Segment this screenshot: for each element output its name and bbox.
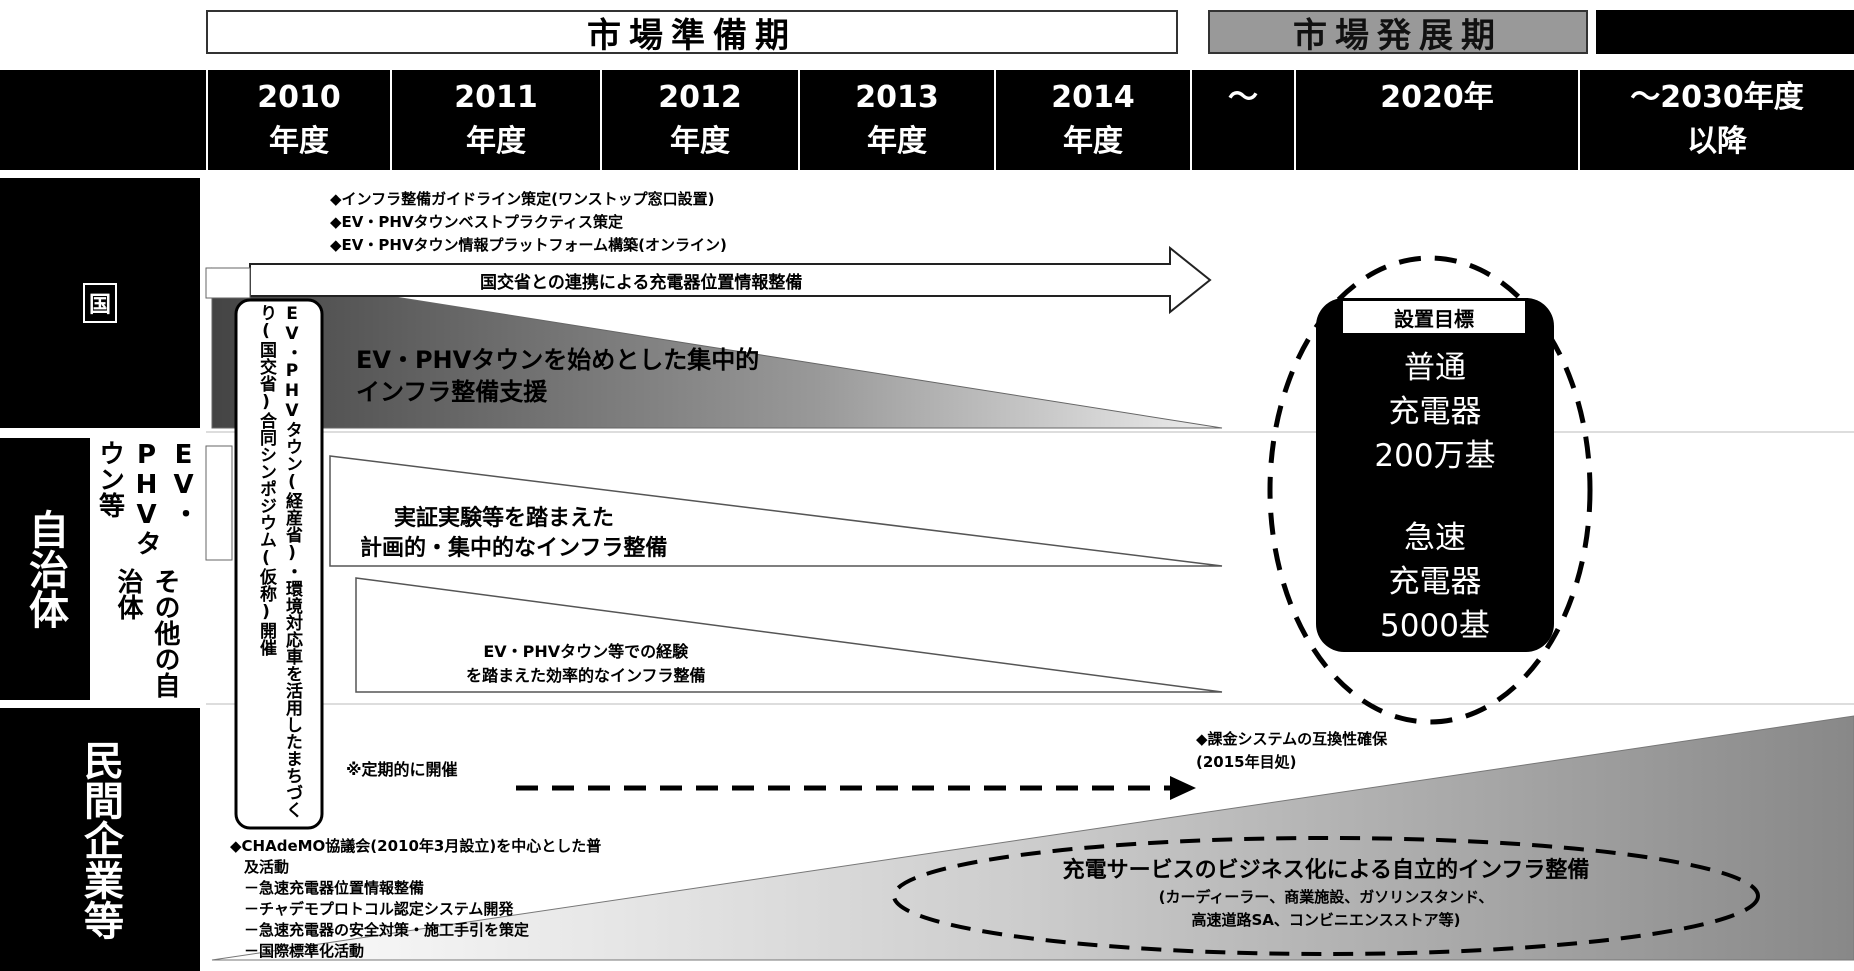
target-normal-2: 充電器 bbox=[1388, 394, 1482, 430]
year-2012-l1: 2012 bbox=[658, 80, 742, 115]
symposium-text: EV・PHVタウン(経産省)・環境対応車を活用したまちづくり(国交省)合同シンポ… bbox=[256, 304, 302, 818]
phase-dev-label: 市場発展期 bbox=[1293, 15, 1503, 56]
location-info-arrow bbox=[249, 245, 1212, 315]
target-dashed-ellipse bbox=[1267, 255, 1593, 725]
symposium-box bbox=[234, 298, 324, 830]
business-l3: 高速道路SA、コンビニエンスストア等) bbox=[1191, 911, 1461, 929]
national-item-2: ◆EV・PHVタウンベストプラクティス策定 bbox=[330, 213, 623, 231]
local-label: 自治体 bbox=[22, 509, 68, 629]
evtown-label: EV・PHVタウン等 bbox=[94, 440, 199, 556]
national-item-3: ◆EV・PHVタウン情報プラットフォーム構築(オンライン) bbox=[330, 236, 727, 254]
other-wedge-l1: EV・PHVタウン等での経験 bbox=[483, 642, 689, 661]
row-label-local: 自治体 bbox=[0, 438, 90, 700]
target-quick-3: 5000基 bbox=[1380, 608, 1490, 644]
national-item-1: ◆インフラ整備ガイドライン策定(ワンストップ窓口設置) bbox=[330, 190, 715, 208]
row-label-evtown: EV・PHVタウン等 bbox=[94, 438, 200, 566]
other-wedge-label: EV・PHVタウン等での経験 を踏まえた効率的なインフラ整備 bbox=[466, 640, 706, 688]
target-quick-2: 充電器 bbox=[1388, 564, 1482, 600]
year-2013: 2013 年度 bbox=[798, 70, 994, 170]
row-label-private: 民間企業等 bbox=[0, 708, 200, 971]
private-growth-wedge bbox=[211, 715, 1854, 961]
other-local-label: その他の自治体 bbox=[113, 568, 180, 698]
year-2030: ～2030年度 以降 bbox=[1578, 70, 1854, 170]
year-2013-l2: 年度 bbox=[867, 124, 927, 159]
phase-market-development: 市場発展期 bbox=[1208, 10, 1588, 56]
year-2014-l1: 2014 bbox=[1051, 80, 1135, 115]
year-header-row bbox=[0, 70, 1854, 170]
billing-note: ◆課金システムの互換性確保 (2015年目処) bbox=[1196, 728, 1387, 774]
year-2020-l1: 2020年 bbox=[1380, 80, 1494, 115]
year-2010-l1: 2010 bbox=[257, 80, 341, 115]
target-quick-1: 急速 bbox=[1404, 520, 1466, 556]
chademo-6: －国際標準化活動 bbox=[244, 942, 365, 960]
business-l2: (カーディーラー、商業施設、ガソリンスタンド、 bbox=[1158, 888, 1494, 906]
year-2011-l2: 年度 bbox=[466, 124, 526, 159]
business-label: 充電サービスのビジネス化による自立的インフラ整備 (カーディーラー、商業施設、ガ… bbox=[920, 856, 1732, 932]
year-2011: 2011 年度 bbox=[390, 70, 600, 170]
regular-arrowhead bbox=[1170, 776, 1196, 800]
evtown-wedge-l1: 実証実験等を踏まえた bbox=[394, 506, 615, 531]
year-2010-l2: 年度 bbox=[269, 124, 329, 159]
private-label: 民間企業等 bbox=[77, 739, 123, 940]
target-box bbox=[1316, 298, 1554, 652]
year-2013-l1: 2013 bbox=[855, 80, 939, 115]
phase-late-bar bbox=[1596, 10, 1854, 54]
business-dashed-ellipse bbox=[892, 836, 1760, 956]
year-2014: 2014 年度 bbox=[994, 70, 1190, 170]
other-wedge-l2: を踏まえた効率的なインフラ整備 bbox=[466, 666, 706, 685]
national-wedge-label: EV・PHVタウンを始めとした集中的インフラ整備支援 bbox=[356, 344, 776, 408]
row-label-national: 国 bbox=[0, 178, 200, 428]
year-2010: 2010 年度 bbox=[206, 70, 390, 170]
chademo-1: ◆CHAdeMO協議会(2010年3月設立)を中心とした普 bbox=[230, 837, 602, 855]
other-local-wedge bbox=[355, 577, 1223, 693]
year-2012: 2012 年度 bbox=[600, 70, 798, 170]
target-normal-1: 普通 bbox=[1404, 350, 1466, 386]
chademo-3: －急速充電器位置情報整備 bbox=[244, 879, 425, 897]
phase-market-preparation: 市場準備期 bbox=[206, 10, 1178, 56]
symposium-label: EV・PHVタウン(経産省)・環境対応車を活用したまちづくり(国交省)合同シンポ… bbox=[238, 304, 320, 824]
target-content: 普通 充電器 200万基 急速 充電器 5000基 bbox=[1316, 346, 1554, 648]
target-title-box: 設置目標 bbox=[1340, 298, 1528, 336]
arrow-label: 国交省との連携による充電器位置情報整備 bbox=[480, 273, 803, 293]
chademo-5: －急速充電器の安全対策・施工手引を策定 bbox=[244, 921, 530, 939]
business-l1: 充電サービスのビジネス化による自立的インフラ整備 bbox=[1062, 858, 1590, 883]
evtown-wedge-label: 実証実験等を踏まえた 計画的・集中的なインフラ整備 bbox=[360, 504, 667, 564]
year-tilde-l1: ～ bbox=[1228, 80, 1258, 115]
national-wedge-text: EV・PHVタウンを始めとした集中的インフラ整備支援 bbox=[356, 346, 760, 406]
billing-l1: ◆課金システムの互換性確保 bbox=[1196, 730, 1388, 748]
evtown-wedge bbox=[329, 455, 1223, 567]
year-tilde: ～ bbox=[1190, 70, 1294, 170]
national-wedge bbox=[211, 267, 1223, 429]
year-2012-l2: 年度 bbox=[670, 124, 730, 159]
target-title: 設置目標 bbox=[1394, 306, 1474, 331]
chademo-list: ◆CHAdeMO協議会(2010年3月設立)を中心とした普 及活動 －急速充電器… bbox=[230, 836, 601, 962]
row-label-other-local: その他の自治体 bbox=[94, 566, 200, 700]
phase-prep-label: 市場準備期 bbox=[587, 15, 797, 56]
chademo-4: －チャデモプロトコル認定システム開発 bbox=[244, 900, 514, 918]
year-2030-l2: 以降 bbox=[1687, 124, 1747, 159]
year-2020: 2020年 bbox=[1294, 70, 1578, 170]
evtown-wedge-l2: 計画的・集中的なインフラ整備 bbox=[360, 536, 668, 561]
billing-l2: (2015年目処) bbox=[1196, 753, 1297, 771]
year-2011-l1: 2011 bbox=[454, 80, 538, 115]
national-label: 国 bbox=[82, 283, 117, 323]
regular-label: ※定期的に開催 bbox=[346, 760, 458, 779]
target-normal-3: 200万基 bbox=[1374, 438, 1496, 474]
national-items: ◆インフラ整備ガイドライン策定(ワンストップ窓口設置) ◆EV・PHVタウンベス… bbox=[330, 188, 727, 257]
year-2030-l1: ～2030年度 bbox=[1630, 80, 1804, 115]
year-2014-l2: 年度 bbox=[1063, 124, 1123, 159]
chademo-2: 及活動 bbox=[244, 858, 290, 876]
